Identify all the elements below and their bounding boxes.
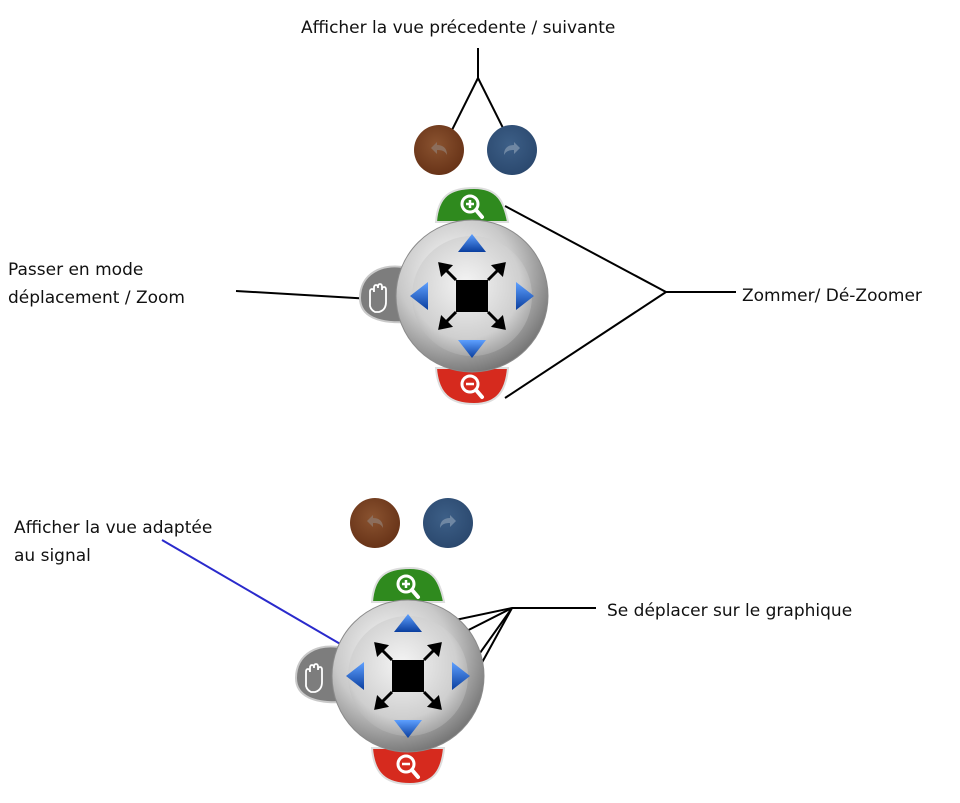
hand-icon xyxy=(305,663,323,693)
zoom-out-icon xyxy=(460,374,484,399)
forward-button-2[interactable] xyxy=(423,498,473,548)
pan-left-button-2[interactable] xyxy=(346,662,364,690)
pan-left-button[interactable] xyxy=(410,282,428,310)
back-arrow-icon xyxy=(367,515,383,528)
navigation-widget-2 xyxy=(288,566,488,788)
forward-arrow-icon xyxy=(504,142,520,155)
hand-icon xyxy=(369,283,387,313)
zoom-out-button[interactable] xyxy=(434,367,510,406)
pan-zoom-mode-label-line2: déplacement / Zoom xyxy=(8,288,185,308)
navigation-widget xyxy=(352,186,552,408)
pan-down-button-2[interactable] xyxy=(394,720,422,738)
pan-zoom-mode-label-line1: Passer en mode xyxy=(8,260,144,280)
zoom-in-icon xyxy=(396,574,420,599)
zoom-in-icon xyxy=(460,194,484,219)
back-arrow-icon xyxy=(431,142,447,155)
pan-right-button[interactable] xyxy=(516,282,534,310)
fit-view-button-2[interactable] xyxy=(374,642,442,710)
fit-view-button[interactable] xyxy=(438,262,506,330)
zoom-in-out-label: Zommer/ Dé-Zoomer xyxy=(742,286,922,306)
prev-next-label: Afficher la vue précedente / suivante xyxy=(301,18,616,38)
pan-down-button[interactable] xyxy=(458,340,486,358)
move-graph-label: Se déplacer sur le graphique xyxy=(607,601,853,621)
forward-button[interactable] xyxy=(487,125,537,175)
fit-view-icon xyxy=(438,262,506,330)
fit-view-label-line2: au signal xyxy=(14,546,91,566)
fit-view-icon xyxy=(374,642,442,710)
forward-arrow-icon xyxy=(440,515,456,528)
fit-view-label-line1: Afficher la vue adaptée xyxy=(14,518,213,538)
zoom-in-button[interactable] xyxy=(434,186,510,223)
back-button[interactable] xyxy=(414,125,464,175)
pan-mode-button[interactable] xyxy=(358,265,409,324)
zoom-out-button-2[interactable] xyxy=(370,747,446,786)
pan-up-button[interactable] xyxy=(458,234,486,252)
back-button-2[interactable] xyxy=(350,498,400,548)
zoom-in-button-2[interactable] xyxy=(370,566,446,603)
zoom-out-icon xyxy=(396,754,420,779)
pan-right-button-2[interactable] xyxy=(452,662,470,690)
pan-up-button-2[interactable] xyxy=(394,614,422,632)
pan-mode-button-2[interactable] xyxy=(294,645,345,704)
